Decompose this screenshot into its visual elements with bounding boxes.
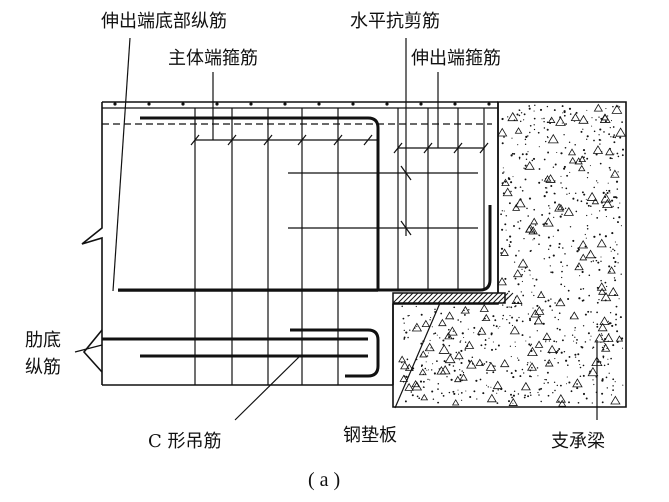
concrete-speckle-texture: [398, 103, 627, 407]
main-stirrups: [194, 108, 339, 385]
top-rebar-dots: [113, 102, 491, 106]
label-steel-pad: 钢垫板: [343, 425, 397, 446]
beam-outline: [81, 101, 499, 386]
label-main-stirrup: 主体端箍筋: [168, 48, 258, 69]
label-c-hanger: C 形吊筋: [148, 431, 222, 452]
extend-bottom-bar: [118, 205, 492, 292]
spacing-ticks: [190, 134, 489, 236]
label-rib-bottom-line2: 纵筋: [25, 357, 61, 378]
extend-stirrups: [397, 108, 485, 290]
leader-lines: [74, 37, 598, 421]
label-horizontal-shear-bar: 水平抗剪筋: [350, 11, 440, 32]
c-hanger-bar: [290, 328, 380, 378]
support-beam: [392, 101, 627, 408]
figure-caption: ( a ): [308, 469, 340, 491]
label-extend-stirrup: 伸出端箍筋: [411, 48, 501, 69]
label-extend-bottom-long-bar: 伸出端底部纵筋: [101, 11, 227, 32]
label-rib-bottom-line1: 肋底: [25, 330, 61, 351]
extend-bottom-long-bar: [140, 116, 380, 291]
steel-pad: [392, 292, 514, 304]
label-support-beam: 支承梁: [551, 431, 605, 452]
